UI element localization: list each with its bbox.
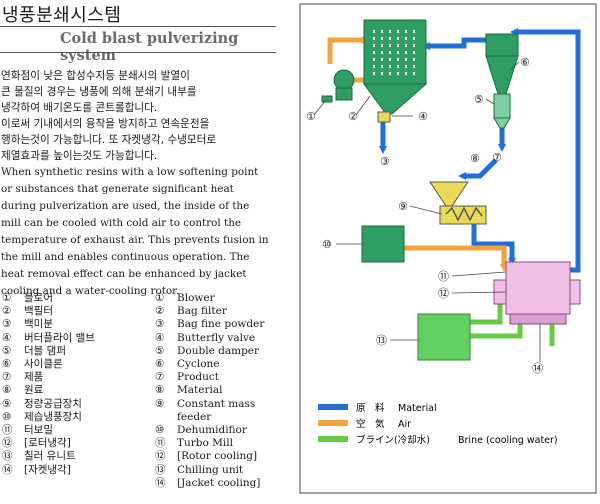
process-diagram: ① ② ③ ④ ⑤ ⑥ ⑦ ⑧ ⑨ ⑩ ⑪ ⑫ ⑬ ⑭: [298, 0, 600, 500]
key-label-air-ko: 空 気: [356, 418, 385, 430]
material-line-raw-in: [458, 158, 498, 180]
chiller-unit-icon: [417, 313, 471, 361]
text-column: 냉풍분쇄시스템 Cold blast pulverizing system 연화…: [0, 0, 296, 500]
butterfly-valve-icon: [377, 111, 391, 123]
legend-item: ⑭[자켓냉각]: [2, 463, 71, 476]
key-label-air-en: Air: [398, 419, 411, 430]
material-line-cyclone-to-bagfilter: [422, 37, 499, 50]
turbo-mill-icon: [493, 261, 581, 325]
hopper-icon: [429, 181, 469, 207]
brine-line-return: [470, 322, 523, 339]
air-line-dehumidifier-to-mill: [402, 245, 508, 272]
material-line-mill-to-cyclone: [510, 28, 581, 273]
cyclone-icon: [485, 33, 519, 95]
korean-line: 큰 물질의 경우는 냉풍에 의해 분쇄기 내부를: [1, 86, 197, 98]
feeder-icon: [439, 205, 487, 225]
legend-item: ⑭[Jacket cooling]: [155, 476, 261, 489]
diagram-label-5: ⑤: [474, 93, 484, 106]
key-label-material-en: Material: [398, 403, 437, 414]
korean-line: 이로써 기내에서의 융착을 방지하고 연속운전을: [1, 118, 210, 130]
diagram-label-3: ③: [380, 155, 390, 168]
diagram-label-6: ⑥: [520, 56, 530, 69]
english-line: When synthetic resins with a low softeni…: [1, 166, 259, 178]
key-swatch-material: [318, 404, 348, 410]
english-line: cooling and a water-cooling rotor.: [1, 285, 180, 297]
double-damper-icon: [493, 93, 511, 119]
english-line: heat removal effect can be enhanced by j…: [1, 268, 247, 280]
english-line: temperature of exhaust air. This prevent…: [1, 234, 269, 246]
legend-item: ⑫[Rotor cooling]: [155, 450, 258, 463]
diagram-label-14: ⑭: [532, 362, 543, 375]
diagram-label-11: ⑪: [438, 270, 449, 283]
key-swatch-brine: [318, 436, 348, 442]
english-line: mill can be cooled with cold air to cont…: [1, 217, 242, 229]
air-line-blower-out: [327, 36, 370, 64]
diagram-label-12: ⑫: [438, 287, 449, 300]
korean-line: 제열효과를 높이는것도 가능합니다.: [1, 150, 158, 162]
key-label-brine-en: Brine (cooling water): [458, 435, 558, 446]
process-diagram-svg: ① ② ③ ④ ⑤ ⑥ ⑦ ⑧ ⑨ ⑩ ⑪ ⑫ ⑬ ⑭: [299, 3, 597, 494]
cyclone-outlet-icon: [493, 117, 511, 129]
key-label-material-ko: 原 料: [356, 402, 385, 414]
material-line-feeder-to-mill: [471, 224, 516, 266]
dehumidifier-icon: [361, 225, 405, 263]
diagram-label-13: ⑬: [376, 334, 387, 347]
title-rule-top: [0, 26, 276, 27]
english-line: the mill and enables continuous operatio…: [1, 251, 250, 263]
diagram-label-7: ⑦: [492, 151, 502, 164]
diagram-label-8: ⑧: [470, 152, 480, 165]
diagram-frame: [299, 3, 597, 494]
english-line: during pulverization are used, the insid…: [1, 200, 250, 212]
korean-line: 연화점이 낮은 합성수지등 분쇄시의 발열이: [1, 70, 190, 82]
key-label-brine-ko: ブライン(冷却水): [356, 434, 430, 446]
diagram-label-1: ①: [306, 110, 316, 123]
bag-filter-icon: [363, 19, 428, 115]
english-title: Cold blast pulverizing system: [60, 30, 239, 64]
english-line: or substances that generate significant …: [1, 183, 234, 195]
diagram-key: 原 料 Material 空 気 Air ブライン(冷却水) Brine (co…: [318, 402, 558, 446]
title-rule-bottom: [0, 52, 276, 53]
korean-title: 냉풍분쇄시스템: [2, 5, 122, 26]
korean-line: 행하는것이 가능합니다. 또 자켓냉각, 수냉모터로: [1, 134, 217, 146]
blower-icon: [321, 69, 355, 103]
korean-line: 냉각하여 배기온도를 콘트롤합니다.: [1, 102, 158, 114]
legend-item: feeder: [177, 410, 212, 423]
key-swatch-air: [318, 420, 348, 426]
diagram-label-2: ②: [348, 110, 358, 123]
legend-item: ⑫[로터냉각]: [2, 437, 71, 450]
english-description: When synthetic resins with a low softeni…: [1, 164, 293, 300]
diagram-label-4: ④: [418, 110, 428, 123]
diagram-label-10: ⑩: [322, 238, 332, 251]
diagram-label-9: ⑨: [398, 200, 408, 213]
korean-description: 연화점이 낮은 합성수지등 분쇄시의 발열이 큰 물질의 경우는 냉풍에 의해 …: [1, 68, 297, 164]
